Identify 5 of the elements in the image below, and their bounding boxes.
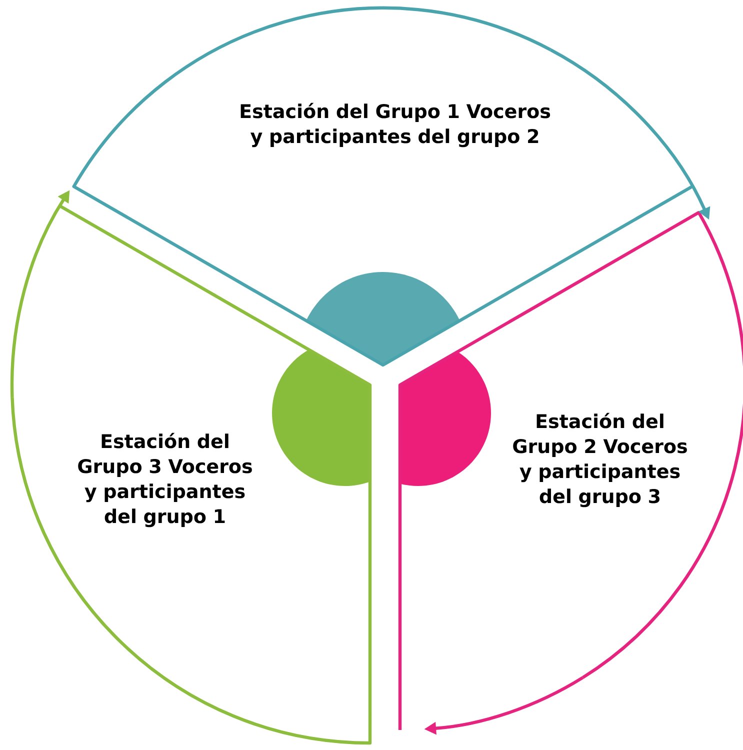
- sector: Estación del Grupo 3 Voceros y participantes del grupo 1: [10, 204, 372, 745]
- node-label: Estación del Grupo 2 Voceros y participantes del grupo 3: [513, 412, 687, 508]
- node-label: Estación del Grupo 3 Voceros y participantes del grupo 1: [78, 432, 252, 528]
- sector: Estación del Grupo 2 Voceros y participantes del grupo 3: [398, 210, 743, 730]
- node-label: Estación del Grupo 1 Voceros y participantes del grupo 2: [240, 102, 550, 148]
